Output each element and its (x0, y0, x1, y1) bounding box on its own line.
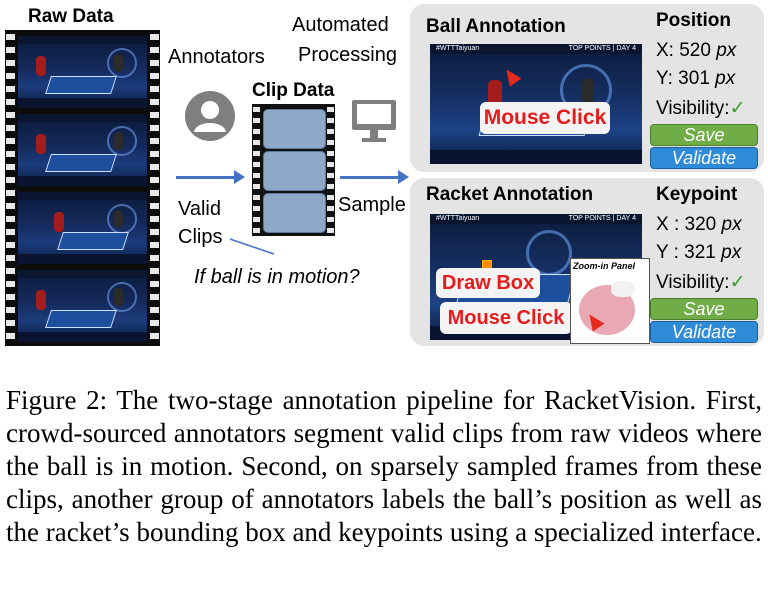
video-frame (18, 36, 147, 108)
video-tag-right: TOP POINTS | DAY 4 (568, 215, 636, 222)
racket-y-value: Y : 321 px (656, 242, 741, 264)
video-frame (18, 192, 147, 264)
zoom-in-panel: Zoom-in Panel (570, 258, 650, 344)
draw-box-label: Draw Box (436, 268, 540, 298)
annotators-label: Annotators (168, 46, 265, 68)
racket-x-unit: px (721, 214, 742, 235)
automated-processing-line2: Processing (298, 44, 397, 66)
racket-visibility: Visibility:✓ (656, 271, 745, 294)
ball-x-value: X: 520 px (656, 40, 736, 62)
racket-x-label: X : 320 (656, 214, 722, 235)
automated-processing-line1: Automated (292, 14, 389, 36)
video-tag-right: TOP POINTS | DAY 4 (568, 45, 636, 52)
racket-y-unit: px (721, 242, 742, 263)
clip-segment (263, 193, 326, 233)
racket-annotation-panel: Racket Annotation #WTTTaiyuan TOP POINTS… (410, 178, 764, 346)
clip-data-title: Clip Data (252, 80, 335, 101)
video-tag-left: #WTTTaiyuan (436, 45, 480, 52)
ball-x-unit: px (716, 40, 737, 61)
ball-validate-button[interactable]: Validate (650, 147, 758, 169)
video-tag-left: #WTTTaiyuan (436, 215, 480, 222)
ball-x-label: X: 520 (656, 40, 717, 61)
ball-visibility: Visibility:✓ (656, 97, 745, 120)
sample-label: Sample (338, 194, 406, 216)
ball-save-button[interactable]: Save (650, 124, 758, 146)
ball-y-label: Y: 301 (656, 68, 716, 89)
raw-data-title: Raw Data (28, 6, 114, 27)
ball-annotation-panel: Ball Annotation #WTTTaiyuan TOP POINTS |… (410, 4, 764, 172)
valid-clips-line2: Clips (178, 226, 223, 248)
clip-data-filmstrip (252, 104, 335, 236)
racket-mouse-click-label: Mouse Click (440, 302, 572, 334)
ball-visibility-check-icon[interactable]: ✓ (729, 98, 746, 119)
racket-y-label: Y : 321 (656, 242, 722, 263)
annotator-avatar-icon (185, 91, 235, 141)
ball-video-frame[interactable]: #WTTTaiyuan TOP POINTS | DAY 4 (430, 44, 642, 164)
ball-mouse-click-label: Mouse Click (480, 102, 610, 134)
zoom-in-panel-title: Zoom-in Panel (573, 261, 636, 271)
ball-y-value: Y: 301 px (656, 68, 735, 90)
keypoint-title: Keypoint (656, 184, 738, 205)
pipeline-figure: Raw Data Annotators Valid Clips If ball … (5, 4, 764, 346)
racket-visibility-check-icon[interactable]: ✓ (729, 272, 746, 293)
figure-caption: Figure 2: The two-stage annotation pipel… (6, 385, 762, 547)
valid-clips-line1: Valid (178, 198, 221, 220)
ball-annotation-title: Ball Annotation (426, 16, 566, 37)
computer-monitor-icon (352, 100, 396, 142)
clip-segment (263, 109, 326, 149)
racket-validate-button[interactable]: Validate (650, 321, 758, 343)
raw-data-filmstrip (5, 30, 160, 346)
motion-question: If ball is in motion? (194, 266, 360, 288)
arrow-clips-to-ball (340, 170, 409, 184)
racket-save-button[interactable]: Save (650, 298, 758, 320)
racket-annotation-title: Racket Annotation (426, 184, 594, 205)
position-title: Position (656, 10, 731, 31)
clip-segment (263, 151, 326, 191)
racket-visibility-label: Visibility: (656, 272, 730, 293)
ball-visibility-label: Visibility: (656, 98, 730, 119)
racket-x-value: X : 320 px (656, 214, 742, 236)
video-frame (18, 114, 147, 186)
arrow-raw-to-clips (176, 170, 245, 184)
ball-y-unit: px (715, 68, 736, 89)
video-frame (18, 270, 147, 342)
question-pointer-line (229, 238, 275, 255)
